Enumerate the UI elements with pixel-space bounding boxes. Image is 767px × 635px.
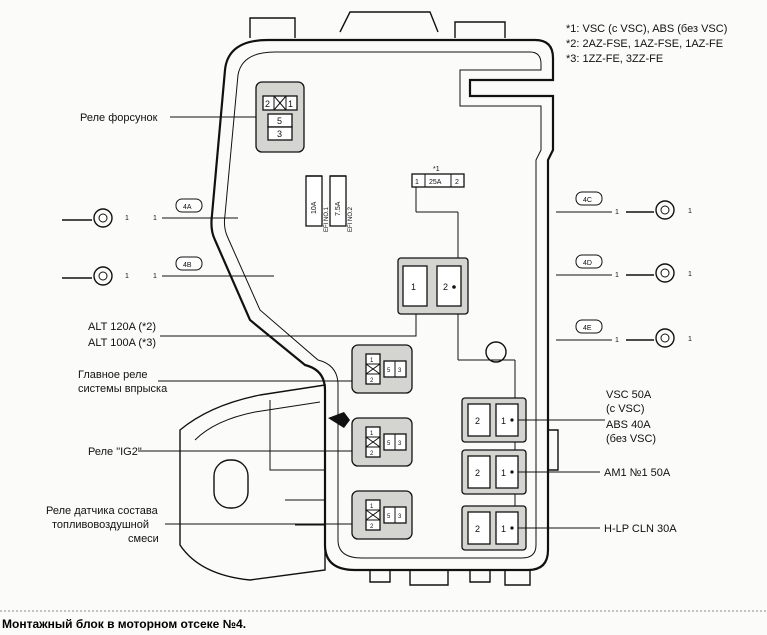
housing-inner	[223, 51, 542, 559]
terminal-4c: 4C 1 1	[556, 191, 692, 220]
top-tabs	[249, 11, 506, 38]
af-relay-label-1: Реле датчика состава	[46, 505, 159, 517]
main-relay-pin-2: 2	[370, 378, 374, 384]
connector-4e: 4E	[583, 325, 592, 332]
hlp-fuse-pin-2: 2	[475, 524, 480, 534]
efi2-name: EFI NO.2	[348, 206, 354, 232]
terminal-4d: 4D 1 1	[556, 254, 692, 283]
af-pin-2: 2	[370, 524, 374, 530]
note-2: *2: 2AZ-FSE, 1AZ-FSE, 1AZ-FE	[566, 38, 723, 50]
connector-4a: 4A	[183, 204, 192, 211]
terminal-4d-pin: 1	[615, 272, 619, 279]
figure-caption: Монтажный блок в моторном отсеке №4.	[2, 617, 246, 631]
note-3: *3: 1ZZ-FE, 3ZZ-FE	[566, 53, 663, 65]
ig2-pin-5: 5	[387, 441, 391, 447]
terminal-4d-pin-b: 1	[688, 271, 692, 278]
af-pin-3: 3	[398, 514, 402, 520]
pin-2: 2	[265, 99, 270, 109]
efi1-amp: 10A	[311, 201, 318, 214]
af-relay-label-2: топливовоздушной	[52, 519, 149, 531]
mounting-hole	[485, 341, 507, 363]
connector-4d: 4D	[583, 260, 592, 267]
fuse-25a-value: 25A	[429, 179, 442, 186]
terminal-4c-pin: 1	[615, 209, 619, 216]
terminal-4a-pin-b: 1	[153, 215, 157, 222]
af-relay: 1 2 5 3	[351, 490, 413, 540]
pin-1: 1	[288, 99, 293, 109]
abs-label-2: (без VSC)	[606, 433, 656, 445]
terminal-4b: 1 1 4B	[62, 256, 274, 286]
pin-5: 5	[277, 116, 282, 126]
ig2-pin-1: 1	[370, 431, 374, 437]
efi2-amp: 7.5A	[335, 201, 342, 216]
main-relay-pin-1: 1	[370, 358, 374, 364]
ig2-relay: 1 2 5 3	[351, 417, 413, 467]
ig2-pin-3: 3	[398, 441, 402, 447]
fuse-am1: 2 1	[461, 449, 527, 495]
terminal-4b-pin: 1	[125, 273, 129, 280]
af-pin-1: 1	[370, 504, 374, 510]
terminal-4a-pin: 1	[125, 215, 129, 222]
alt-fuse: 1 2	[397, 257, 469, 315]
connector-4b: 4B	[183, 262, 192, 269]
terminal-4b-pin-b: 1	[153, 273, 157, 280]
abs-label-1: ABS 40A	[606, 419, 651, 431]
vsc-label-1: VSC 50A	[606, 389, 652, 401]
alt-100-label: ALT 100A (*3)	[88, 337, 156, 349]
terminal-4a: 1 1 4A	[62, 198, 238, 228]
vsc-label-2: (с VSC)	[606, 403, 645, 415]
terminal-4e: 4E 1 1	[556, 319, 692, 348]
af-relay-label-3: смеси	[128, 533, 159, 545]
main-relay-pin-5: 5	[387, 368, 391, 374]
terminal-4e-pin: 1	[615, 337, 619, 344]
ig2-relay-label: Реле "IG2"	[88, 446, 142, 458]
arrow-icon	[328, 412, 350, 428]
terminal-4c-pin-b: 1	[688, 208, 692, 215]
pin-3: 3	[277, 129, 282, 139]
efi1-name: EFI NO.1	[324, 206, 330, 232]
am1-fuse-pin-2: 2	[475, 468, 480, 478]
alt-120-label: ALT 120A (*2)	[88, 321, 156, 333]
right-tab	[548, 429, 559, 471]
bottom-tabs	[369, 570, 531, 586]
alt-pin-1: 1	[411, 282, 416, 292]
fuse-25a-mark: *1	[433, 166, 440, 173]
am1-label: AM1 №1 50A	[604, 467, 671, 479]
fuse-25a-right: 2	[455, 179, 459, 186]
ig2-pin-2: 2	[370, 451, 374, 457]
fuse-vsc-abs: 2 1	[461, 397, 527, 443]
lower-bracket	[179, 384, 326, 581]
main-relay-label-1: Главное реле	[78, 369, 148, 381]
fuse-25a: *1 1 25A 2	[411, 166, 516, 400]
alt-pin-2: 2	[443, 282, 448, 292]
connector-4c: 4C	[583, 197, 592, 204]
terminal-4e-pin-b: 1	[688, 336, 692, 343]
fuse-hlp: 2 1	[461, 505, 527, 551]
injector-relay: 2 1 5 3	[255, 81, 305, 153]
hlp-fuse-pin-1: 1	[501, 524, 506, 534]
af-pin-5: 5	[387, 514, 391, 520]
main-relay: 1 2 5 3	[351, 344, 413, 394]
efi-fuses: 10A EFI NO.1 7.5A EFI NO.2	[305, 175, 354, 232]
vsc-fuse-pin-2: 2	[475, 416, 480, 426]
note-1: *1: VSC (с VSC), ABS (без VSC)	[566, 23, 727, 35]
main-relay-pin-3: 3	[398, 368, 402, 374]
main-relay-label-2: системы впрыска	[78, 383, 168, 395]
hlp-label: H-LP CLN 30A	[604, 523, 677, 535]
fuse-25a-left: 1	[415, 179, 419, 186]
am1-fuse-pin-1: 1	[501, 468, 506, 478]
injector-relay-label: Реле форсунок	[80, 112, 158, 124]
vsc-fuse-pin-1: 1	[501, 416, 506, 426]
